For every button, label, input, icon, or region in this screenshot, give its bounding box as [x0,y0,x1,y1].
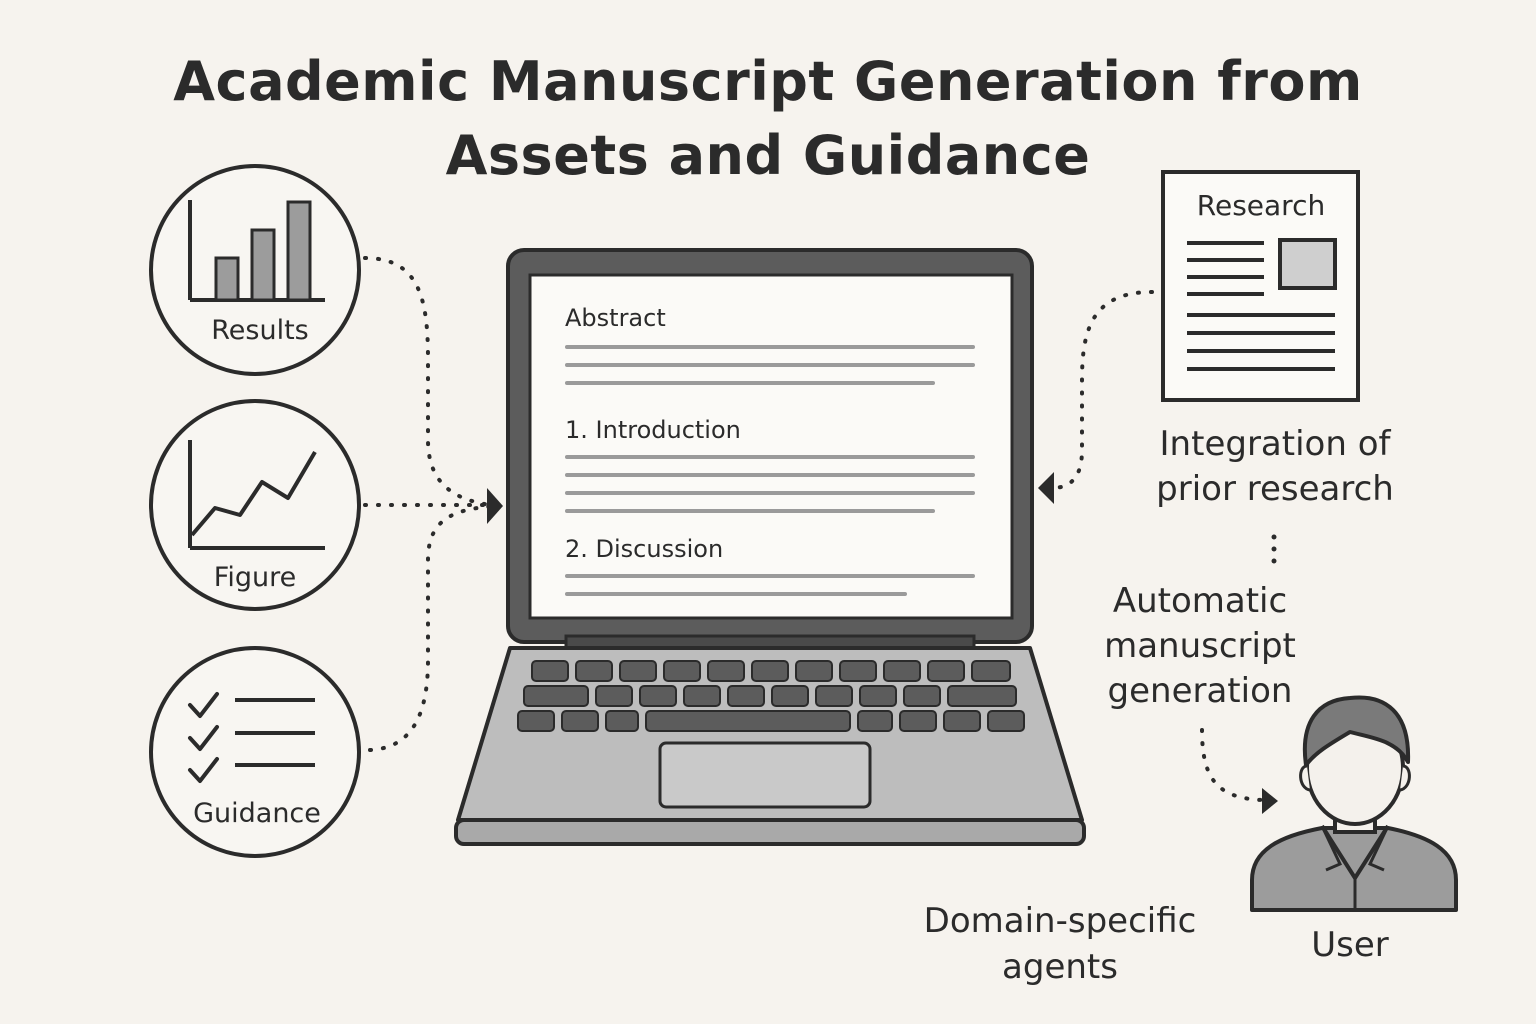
research-to-auto-connector [1271,534,1277,564]
agents-label-line-2: agents [1002,947,1118,987]
introduction-heading: 1. Introduction [565,416,741,444]
results-node [149,164,361,376]
user-icon [1250,695,1458,912]
keyboard [517,660,1025,732]
manuscript-text-lines [565,345,975,596]
page-title-line-2: Assets and Guidance [445,124,1091,187]
line-chart-icon [188,440,325,550]
abstract-heading: Abstract [565,304,666,332]
results-label: Results [211,315,309,346]
guidance-node [149,646,361,858]
laptop-input-arrowhead [487,488,503,524]
auto-generation-line-3: generation [1107,671,1293,711]
user-arrowhead [1262,788,1278,814]
research-document-title: Research [1196,189,1326,222]
research-caption-line-2: prior research [1156,469,1394,509]
figure-node [149,399,361,611]
user-label: User [1311,925,1389,965]
guidance-label: Guidance [193,798,321,829]
auto-generation-line-2: manuscript [1104,626,1296,666]
page-title-line-1: Academic Manuscript Generation from [173,50,1363,113]
agents-label-line-1: Domain-specific [923,901,1197,941]
discussion-heading: 2. Discussion [565,535,724,563]
bar-chart-icon [188,200,325,302]
auto-generation-line-1: Automatic [1112,581,1288,621]
laptop [454,248,1086,846]
auto-to-user-connector [1200,728,1264,802]
research-connector [1050,290,1154,490]
checklist-icon [188,692,315,783]
touchpad [658,741,872,809]
research-caption-line-1: Integration of [1159,424,1391,464]
research-arrowhead [1038,472,1054,504]
figure-label: Figure [213,562,297,593]
research-document [1161,170,1360,402]
input-connectors [363,256,502,752]
